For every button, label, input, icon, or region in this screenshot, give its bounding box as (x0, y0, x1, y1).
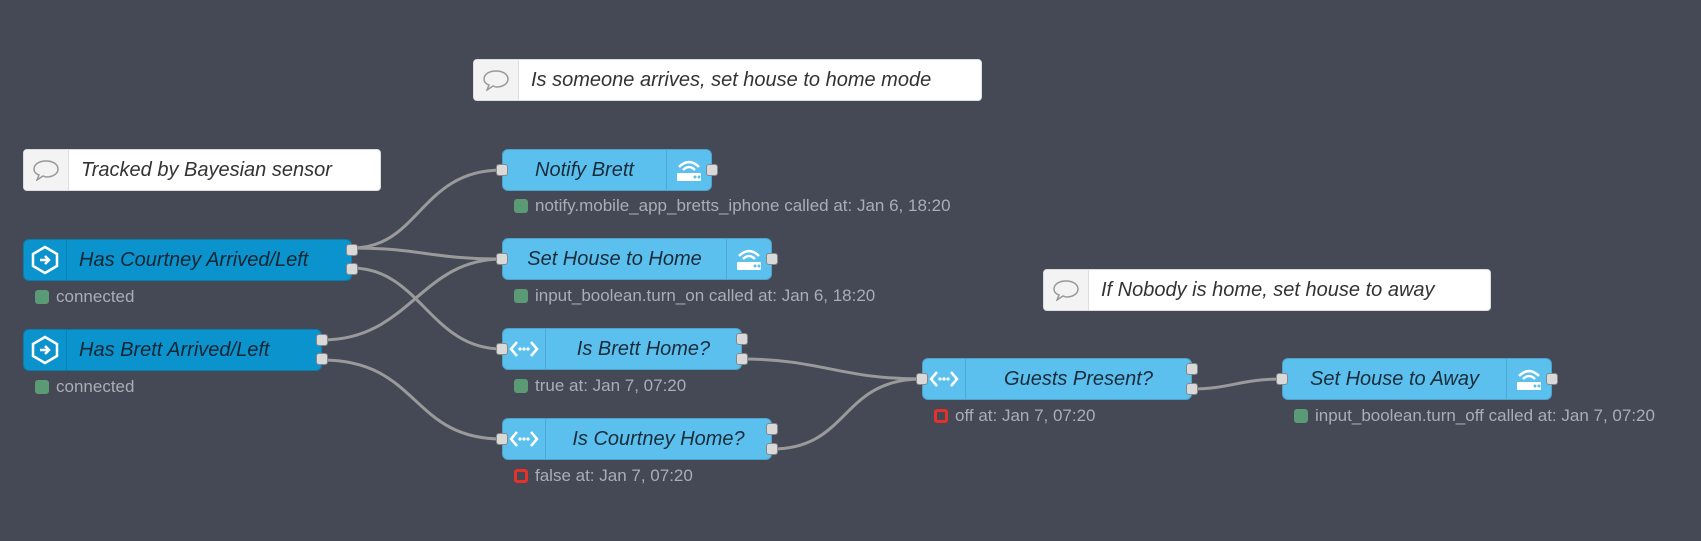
node-has-courtney-arrived[interactable]: Has Courtney Arrived/Left (23, 239, 352, 281)
status-notify-brett: notify.mobile_app_bretts_iphone called a… (514, 196, 951, 216)
input-port[interactable] (496, 253, 508, 265)
output-port[interactable] (736, 353, 748, 365)
wire-courtney-to-isbrett (350, 266, 504, 351)
input-port[interactable] (916, 373, 928, 385)
switch-arrows-icon (503, 419, 546, 459)
node-label: Is Courtney Home? (572, 427, 745, 450)
node-is-courtney-home[interactable]: Is Courtney Home? (502, 418, 772, 460)
comment-icon (1044, 270, 1089, 310)
output-port[interactable] (316, 334, 328, 346)
wire-guests-to-away (1190, 377, 1284, 391)
wire-brett-to-sethome (320, 257, 504, 342)
comment-away[interactable]: If Nobody is home, set house to away (1043, 269, 1491, 311)
comment-text: If Nobody is home, set house to away (1101, 278, 1435, 301)
status-dot (514, 379, 528, 393)
status-dot (1294, 409, 1308, 423)
status-text: connected (56, 377, 135, 396)
input-port[interactable] (1276, 373, 1288, 385)
comment-home-mode[interactable]: Is someone arrives, set house to home mo… (473, 59, 982, 101)
output-port[interactable] (736, 333, 748, 345)
wire-iscourtney-to-guests (770, 377, 924, 451)
node-set-house-away[interactable]: Set House to Away (1282, 358, 1552, 400)
status-text: off at: Jan 7, 07:20 (955, 406, 1096, 425)
wire-brett-to-iscourtney (320, 358, 504, 441)
node-label: Has Brett Arrived/Left (79, 338, 270, 361)
wire-courtney-to-notify (350, 168, 504, 250)
status-text: false at: Jan 7, 07:20 (535, 466, 693, 485)
switch-arrows-icon (503, 329, 546, 369)
arrow-right-hexagon-icon (24, 330, 67, 370)
router-icon (666, 150, 711, 190)
output-port[interactable] (766, 423, 778, 435)
node-label: Set House to Home (527, 247, 702, 270)
comment-icon (24, 150, 69, 190)
node-label: Is Brett Home? (576, 337, 711, 360)
status-is-brett-home: true at: Jan 7, 07:20 (514, 376, 686, 396)
status-dot (934, 409, 948, 423)
switch-arrows-icon (923, 359, 966, 399)
status-text: input_boolean.turn_on called at: Jan 6, … (535, 286, 876, 305)
output-port[interactable] (316, 353, 328, 365)
status-is-courtney-home: false at: Jan 7, 07:20 (514, 466, 693, 486)
input-port[interactable] (496, 343, 508, 355)
input-port[interactable] (496, 164, 508, 176)
node-set-house-home[interactable]: Set House to Home (502, 238, 772, 280)
status-dot (514, 289, 528, 303)
output-port[interactable] (766, 443, 778, 455)
input-port[interactable] (496, 433, 508, 445)
status-text: true at: Jan 7, 07:20 (535, 376, 687, 395)
output-port[interactable] (706, 164, 718, 176)
node-label: Guests Present? (1004, 367, 1153, 390)
node-label: Set House to Away (1310, 367, 1479, 390)
node-has-brett-arrived[interactable]: Has Brett Arrived/Left (23, 329, 322, 371)
status-brett-event: connected (35, 377, 134, 397)
router-icon (1506, 359, 1551, 399)
status-dot (35, 380, 49, 394)
output-port[interactable] (346, 244, 358, 256)
status-guests-present: off at: Jan 7, 07:20 (934, 406, 1096, 426)
status-dot (514, 199, 528, 213)
status-text: connected (56, 287, 135, 306)
comment-icon (474, 60, 519, 100)
wire-courtney-to-sethome (350, 246, 504, 261)
comment-bayesian[interactable]: Tracked by Bayesian sensor (23, 149, 381, 191)
node-notify-brett[interactable]: Notify Brett (502, 149, 712, 191)
router-icon (726, 239, 771, 279)
node-label: Has Courtney Arrived/Left (79, 248, 309, 271)
status-courtney-event: connected (35, 287, 134, 307)
status-dot (514, 469, 528, 483)
status-set-away: input_boolean.turn_off called at: Jan 7,… (1294, 406, 1655, 426)
status-set-home: input_boolean.turn_on called at: Jan 6, … (514, 286, 875, 306)
output-port[interactable] (766, 253, 778, 265)
output-port[interactable] (346, 263, 358, 275)
output-port[interactable] (1186, 383, 1198, 395)
status-text: input_boolean.turn_off called at: Jan 7,… (1315, 406, 1655, 425)
output-port[interactable] (1546, 373, 1558, 385)
node-is-brett-home[interactable]: Is Brett Home? (502, 328, 742, 370)
status-dot (35, 290, 49, 304)
status-text: notify.mobile_app_bretts_iphone called a… (535, 196, 951, 215)
wire-isbrett-to-guests (740, 357, 924, 381)
node-guests-present[interactable]: Guests Present? (922, 358, 1192, 400)
comment-text: Tracked by Bayesian sensor (81, 158, 332, 181)
comment-text: Is someone arrives, set house to home mo… (531, 68, 932, 91)
node-label: Notify Brett (535, 158, 634, 181)
arrow-right-hexagon-icon (24, 240, 67, 280)
output-port[interactable] (1186, 363, 1198, 375)
